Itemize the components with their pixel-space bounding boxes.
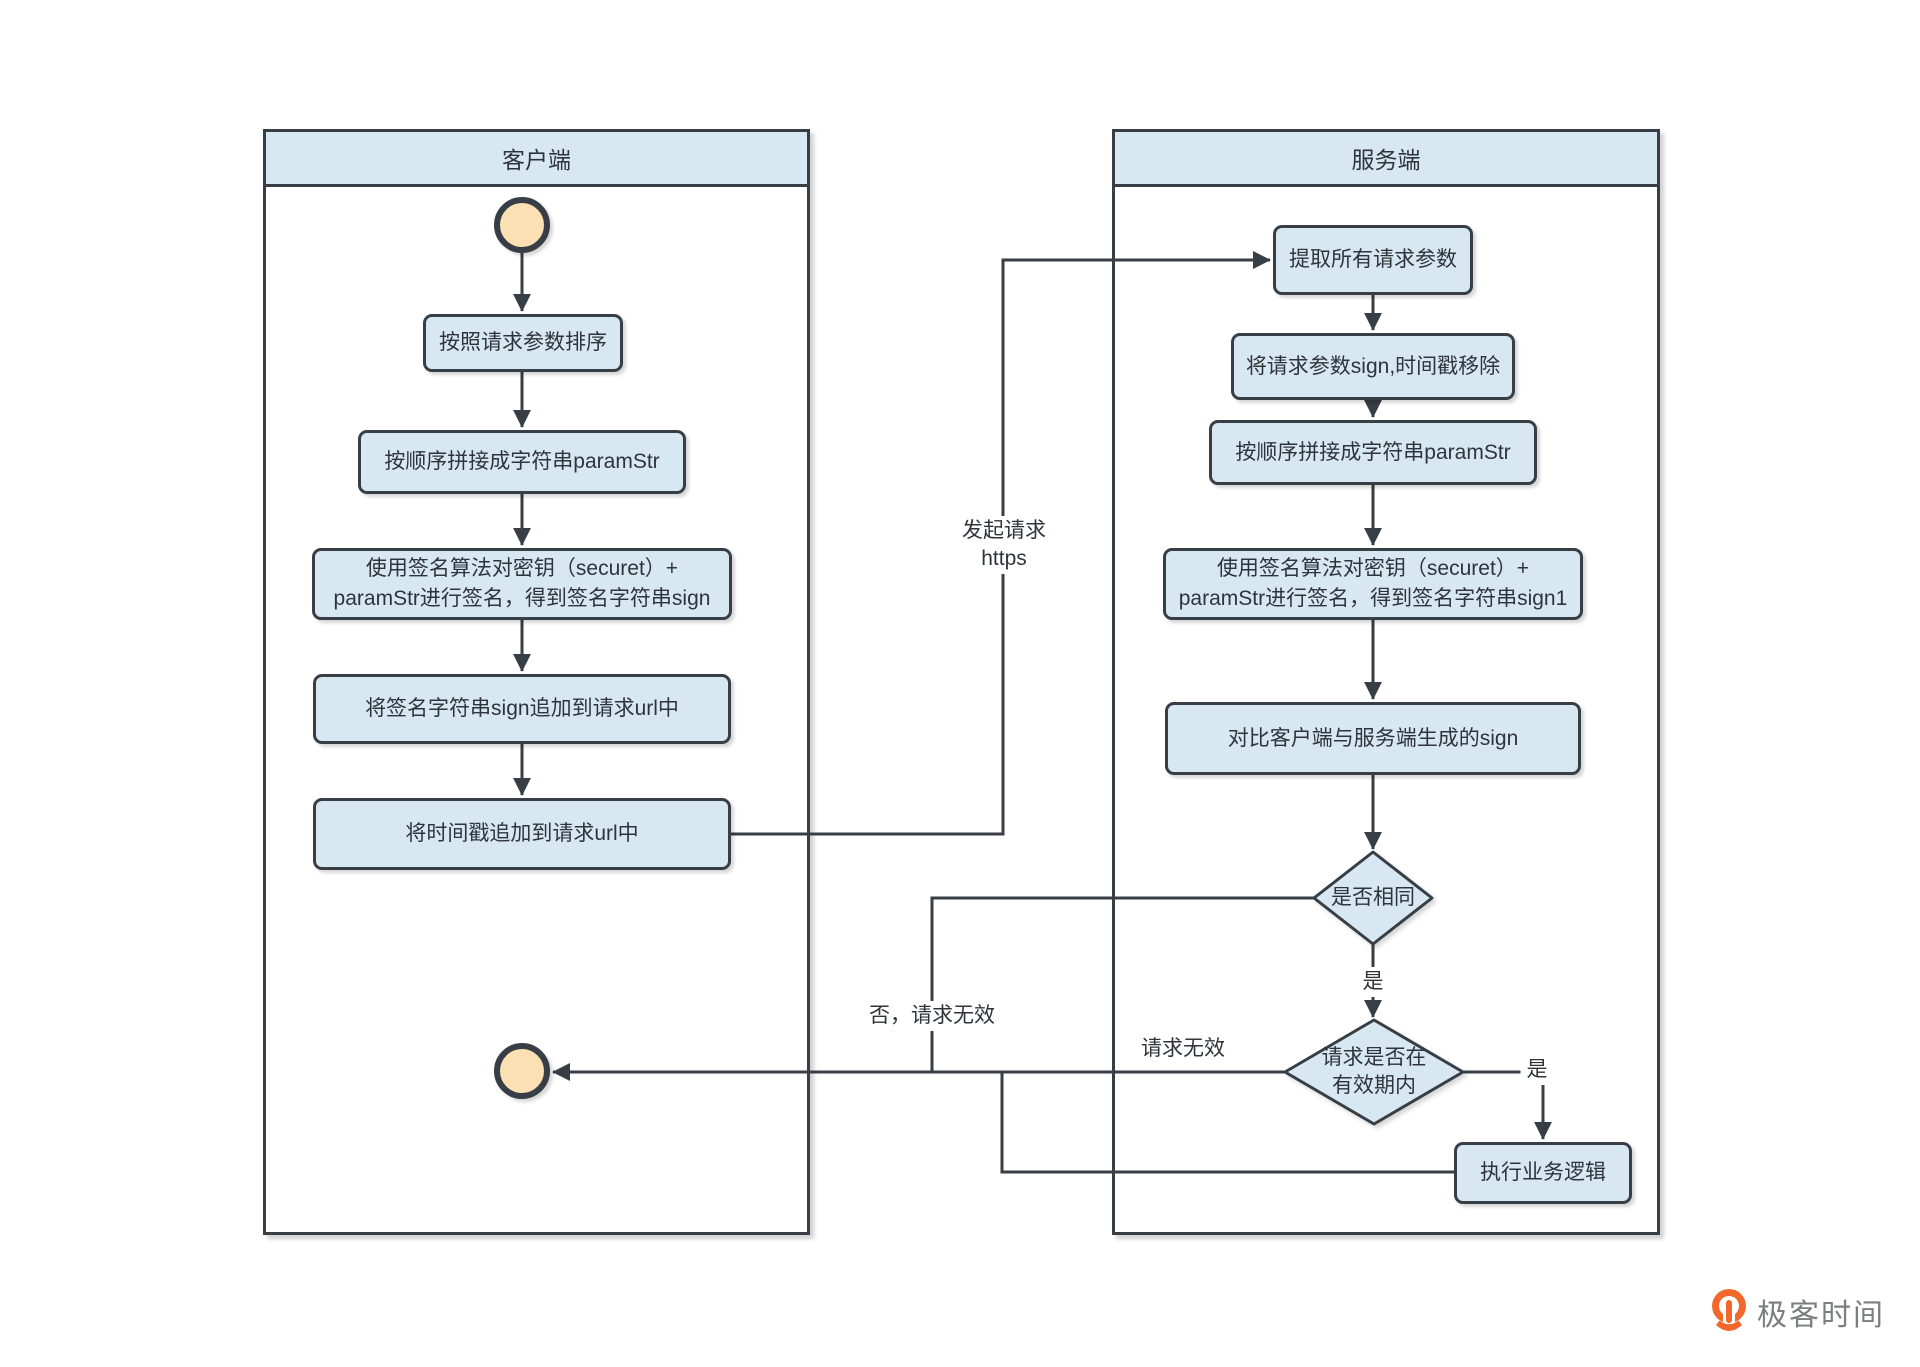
lane-client-title: 客户端 [502,147,571,173]
node-extract-params: 提取所有请求参数 [1273,225,1473,295]
decision-request-valid-label: 请求是否在 有效期内 [1321,1046,1427,1097]
start-node [494,197,550,253]
decision-sign-equal-label: 是否相同 [1331,886,1415,909]
decision-request-valid-shape [1283,1018,1465,1126]
brand-name: 极客时间 [1757,1299,1885,1332]
edge-label-no-invalid: 否，请求无效 [863,1001,1001,1031]
edge-execute-return [1000,1072,1454,1174]
geektime-logo-icon [1712,1289,1746,1331]
lane-client-header: 客户端 [266,132,807,187]
decision-sign-equal-shape [1312,850,1434,946]
node-sign-client: 使用签名算法对密钥（securet）+ paramStr进行签名，得到签名字符串… [312,548,732,620]
node-compare-sign: 对比客户端与服务端生成的sign [1165,702,1581,775]
brand-logo: 极客时间 [1710,1288,1885,1336]
edge-decision-same-no [930,896,1314,1071]
lane-server-header: 服务端 [1115,132,1657,187]
node-append-sign: 将签名字符串sign追加到请求url中 [313,674,731,744]
node-sign-server: 使用签名算法对密钥（securet）+ paramStr进行签名，得到签名字符串… [1163,548,1583,620]
node-sort-params: 按照请求参数排序 [423,314,623,372]
node-concat-paramstr-client: 按顺序拼接成字符串paramStr [358,430,686,494]
node-remove-sign-timestamp: 将请求参数sign,时间戳移除 [1231,333,1515,400]
node-append-timestamp: 将时间戳追加到请求url中 [313,798,731,870]
edge-label-request-https: 发起请求 https [956,516,1052,574]
node-concat-paramstr-server: 按顺序拼接成字符串paramStr [1209,420,1537,485]
edge-label-yes-valid: 是 [1520,1055,1554,1085]
end-node [494,1043,550,1099]
edge-label-invalid: 请求无效 [1141,1037,1225,1060]
lane-server-title: 服务端 [1351,147,1421,173]
node-execute-business: 执行业务逻辑 [1454,1142,1632,1204]
edge-label-yes-same: 是 [1356,967,1390,997]
